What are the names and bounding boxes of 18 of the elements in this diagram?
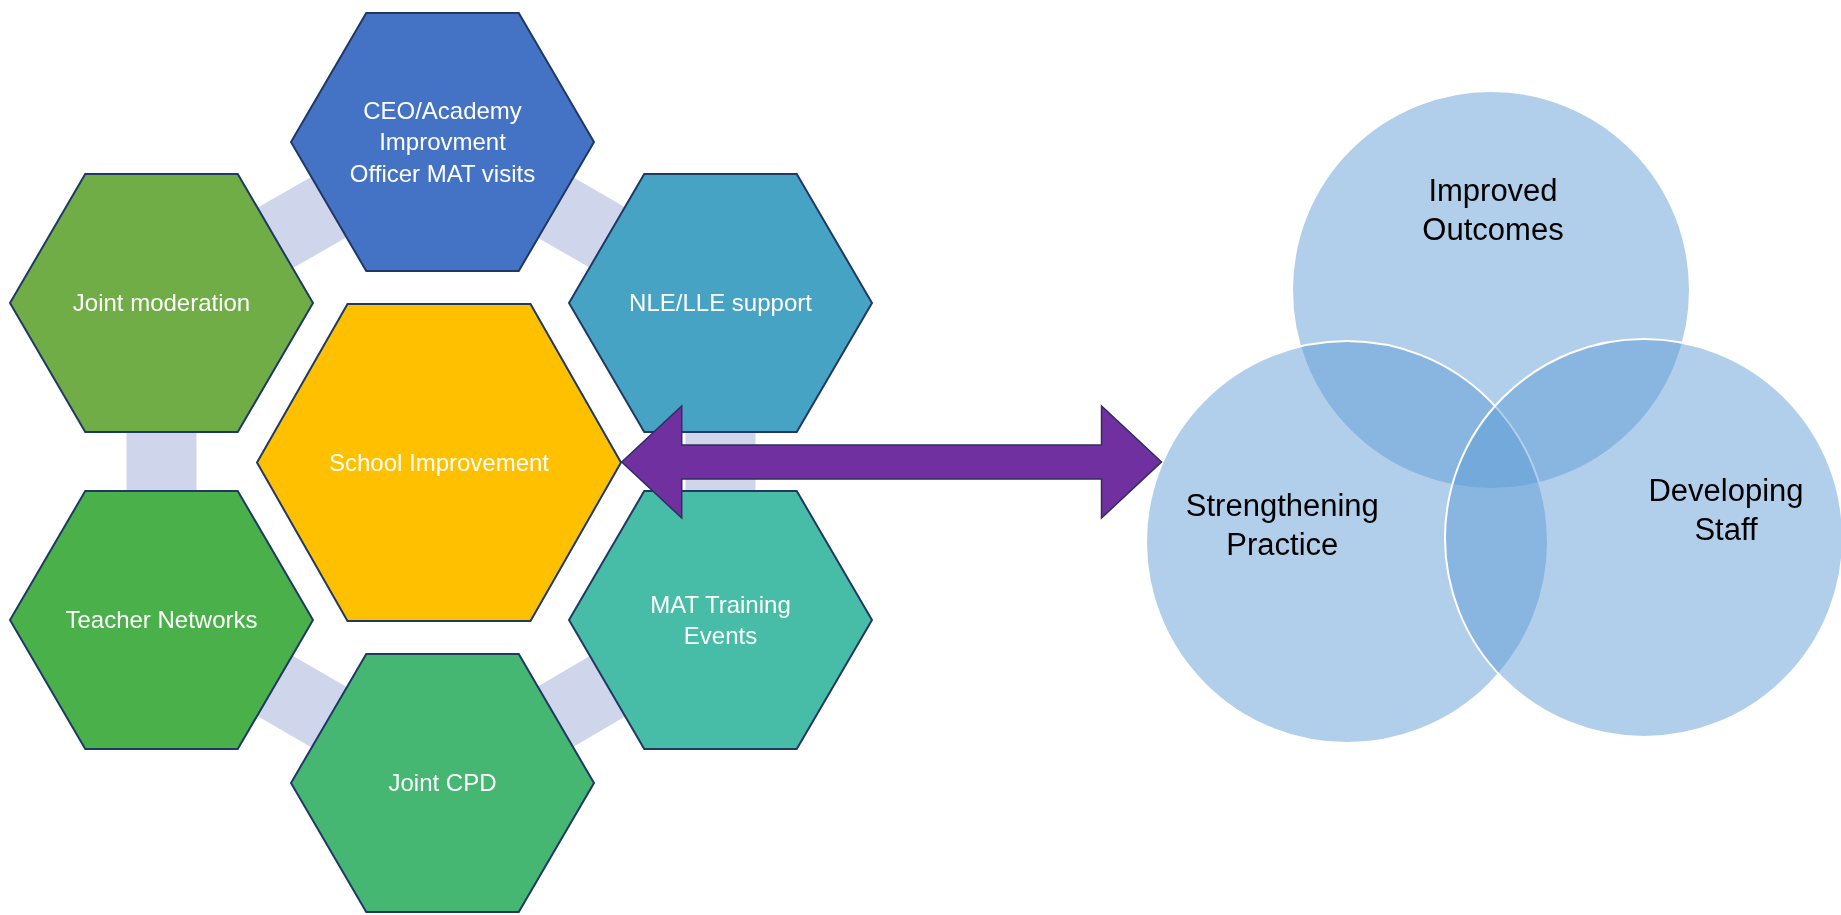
hexagon-label: Joint CPD	[387, 768, 498, 799]
center-hexagon	[256, 303, 622, 622]
hexagon-label: NLE/LLE support	[628, 288, 813, 319]
hexagon-tile	[290, 653, 595, 913]
hexagon-tile	[568, 173, 873, 433]
hexagon-tile	[290, 12, 595, 272]
hexagon-tile	[9, 173, 314, 433]
hexagon-tile	[568, 490, 873, 750]
circle-label: Developing Staff	[1647, 472, 1805, 549]
circle-label: Improved Outcomes	[1421, 172, 1565, 249]
double-arrow	[620, 404, 1163, 520]
hexagon-label: School Improvement	[327, 447, 551, 478]
hexagon-label: Joint moderation	[71, 288, 252, 319]
hexagon-label: MAT Training Events	[649, 589, 792, 651]
hexagon-tile	[9, 490, 314, 750]
circle-label: Strengthening Practice	[1184, 487, 1380, 565]
hexagon-label: CEO/Academy Improvment Officer MAT visits	[348, 96, 537, 189]
hexagon-label: Teacher Networks	[64, 605, 259, 636]
